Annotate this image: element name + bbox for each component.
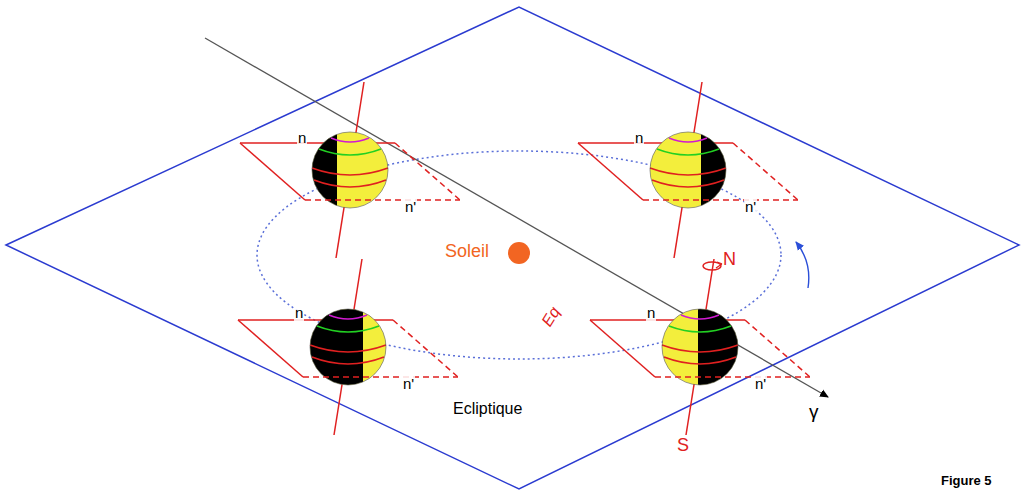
sun-label: Soleil [444, 242, 490, 262]
node-label: n' [744, 199, 757, 216]
node-label: n' [754, 376, 767, 393]
ecliptic-plane [6, 7, 1019, 489]
node-label: n [294, 305, 304, 322]
ecliptic-label: Ecliptique [452, 400, 523, 418]
sun [508, 242, 530, 264]
node-label: n' [404, 199, 417, 216]
earth [240, 82, 460, 258]
node-label: n [634, 130, 644, 147]
earth [238, 259, 458, 435]
earth [590, 259, 810, 435]
orbit-direction-arrow [796, 242, 809, 288]
south-label: S [676, 436, 690, 456]
node-label: n' [402, 376, 415, 393]
rotation-mark [703, 262, 721, 270]
gamma-label: γ [808, 402, 820, 423]
earth [578, 82, 798, 258]
node-label: n [646, 305, 656, 322]
north-label: N [722, 250, 737, 270]
figure-number: Figure 5 [940, 474, 993, 488]
gamma-direction [205, 38, 828, 397]
equator-label: Eq [538, 303, 564, 331]
node-label: n [297, 130, 307, 147]
